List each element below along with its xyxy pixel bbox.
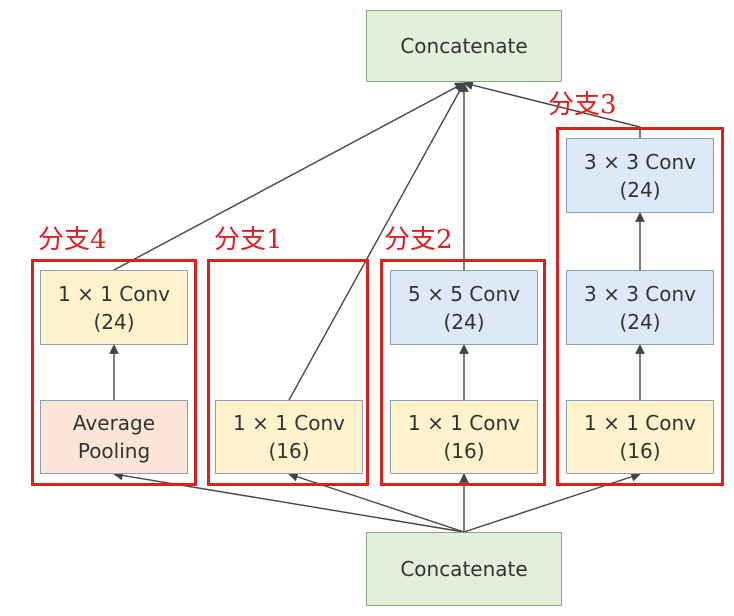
- arrow-b1-to-concat: [288, 82, 465, 401]
- branch-2-label: 分支2: [384, 225, 453, 255]
- b1-conv1x1: 1 × 1 Conv (16): [215, 400, 363, 474]
- b2-conv1x1: 1 × 1 Conv (16): [390, 400, 538, 474]
- b2-conv5x5-line2: (24): [443, 309, 485, 334]
- b3-conv3x3-first: 3 × 3 Conv (24): [566, 270, 714, 345]
- b4-conv1x1: 1 × 1 Conv (24): [40, 270, 188, 345]
- b3-conv3x3-second-line2: (24): [619, 177, 661, 202]
- arrow-b4-to-concat: [113, 82, 465, 271]
- b1-conv1x1-line1: 1 × 1 Conv: [233, 411, 345, 435]
- branch-3-label: 分支3: [548, 90, 617, 120]
- branch-4-highlight: [31, 259, 197, 486]
- b3-conv3x3-second-line1: 3 × 3 Conv: [584, 149, 696, 174]
- branch-4-label: 分支4: [38, 225, 107, 255]
- branch-3-highlight: [556, 127, 724, 486]
- b3-conv3x3-first-line2: (24): [619, 309, 661, 334]
- b1-conv1x1-line2: (16): [268, 439, 310, 463]
- b4-average-pooling: Average Pooling: [40, 400, 188, 474]
- branch-1-label: 分支1: [214, 225, 283, 255]
- branch-1-highlight: [207, 259, 369, 486]
- b3-conv1x1-line1: 1 × 1 Conv: [584, 411, 696, 435]
- b2-conv1x1-line2: (16): [443, 439, 485, 463]
- b3-conv3x3-first-line1: 3 × 3 Conv: [584, 281, 696, 306]
- b2-conv5x5-line1: 5 × 5 Conv: [408, 281, 520, 306]
- b2-conv1x1-line1: 1 × 1 Conv: [408, 411, 520, 435]
- b4-conv1x1-line1: 1 × 1 Conv: [58, 281, 170, 306]
- b3-conv1x1-line2: (16): [619, 439, 661, 463]
- concatenate-output: Concatenate: [366, 10, 562, 82]
- b3-conv1x1: 1 × 1 Conv (16): [566, 400, 714, 474]
- concatenate-input: Concatenate: [366, 532, 562, 606]
- b4-average-pooling-line2: Pooling: [77, 439, 151, 463]
- b2-conv5x5: 5 × 5 Conv (24): [390, 270, 538, 345]
- b3-conv3x3-second: 3 × 3 Conv (24): [566, 138, 714, 213]
- b4-conv1x1-line2: (24): [93, 309, 135, 334]
- b4-average-pooling-line1: Average: [72, 411, 156, 435]
- concatenate-output-label: Concatenate: [400, 34, 528, 58]
- branch-2-highlight: [380, 259, 546, 486]
- concatenate-input-label: Concatenate: [400, 557, 528, 581]
